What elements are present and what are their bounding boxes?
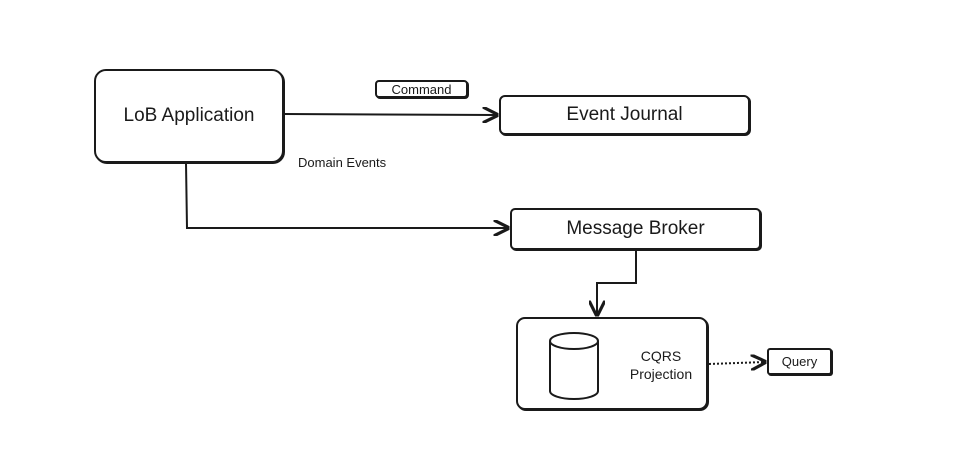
cqrs-projection-label: CQRS Projection [629,348,693,382]
edge-cqrs-to-query [708,362,765,364]
edge-lob-to-broker [185,162,508,228]
edge-broker-to-cqrs [597,250,637,315]
event-journal-label: Event Journal [566,104,683,125]
domain-events-label: Domain Events [298,155,387,170]
database-icon [549,332,599,400]
message-broker-label: Message Broker [566,218,705,239]
edge-lob-to-journal [283,114,497,115]
command-label: Command [391,81,452,97]
lob-application-node: LoB Application [94,69,284,163]
lob-application-label: LoB Application [123,105,255,126]
cqrs-projection-node: CQRS Projection [516,317,708,410]
command-label-box: Command [375,80,468,98]
query-label: Query [781,354,818,369]
event-journal-node: Event Journal [499,95,750,135]
message-broker-node: Message Broker [510,208,761,250]
query-node: Query [767,348,832,375]
